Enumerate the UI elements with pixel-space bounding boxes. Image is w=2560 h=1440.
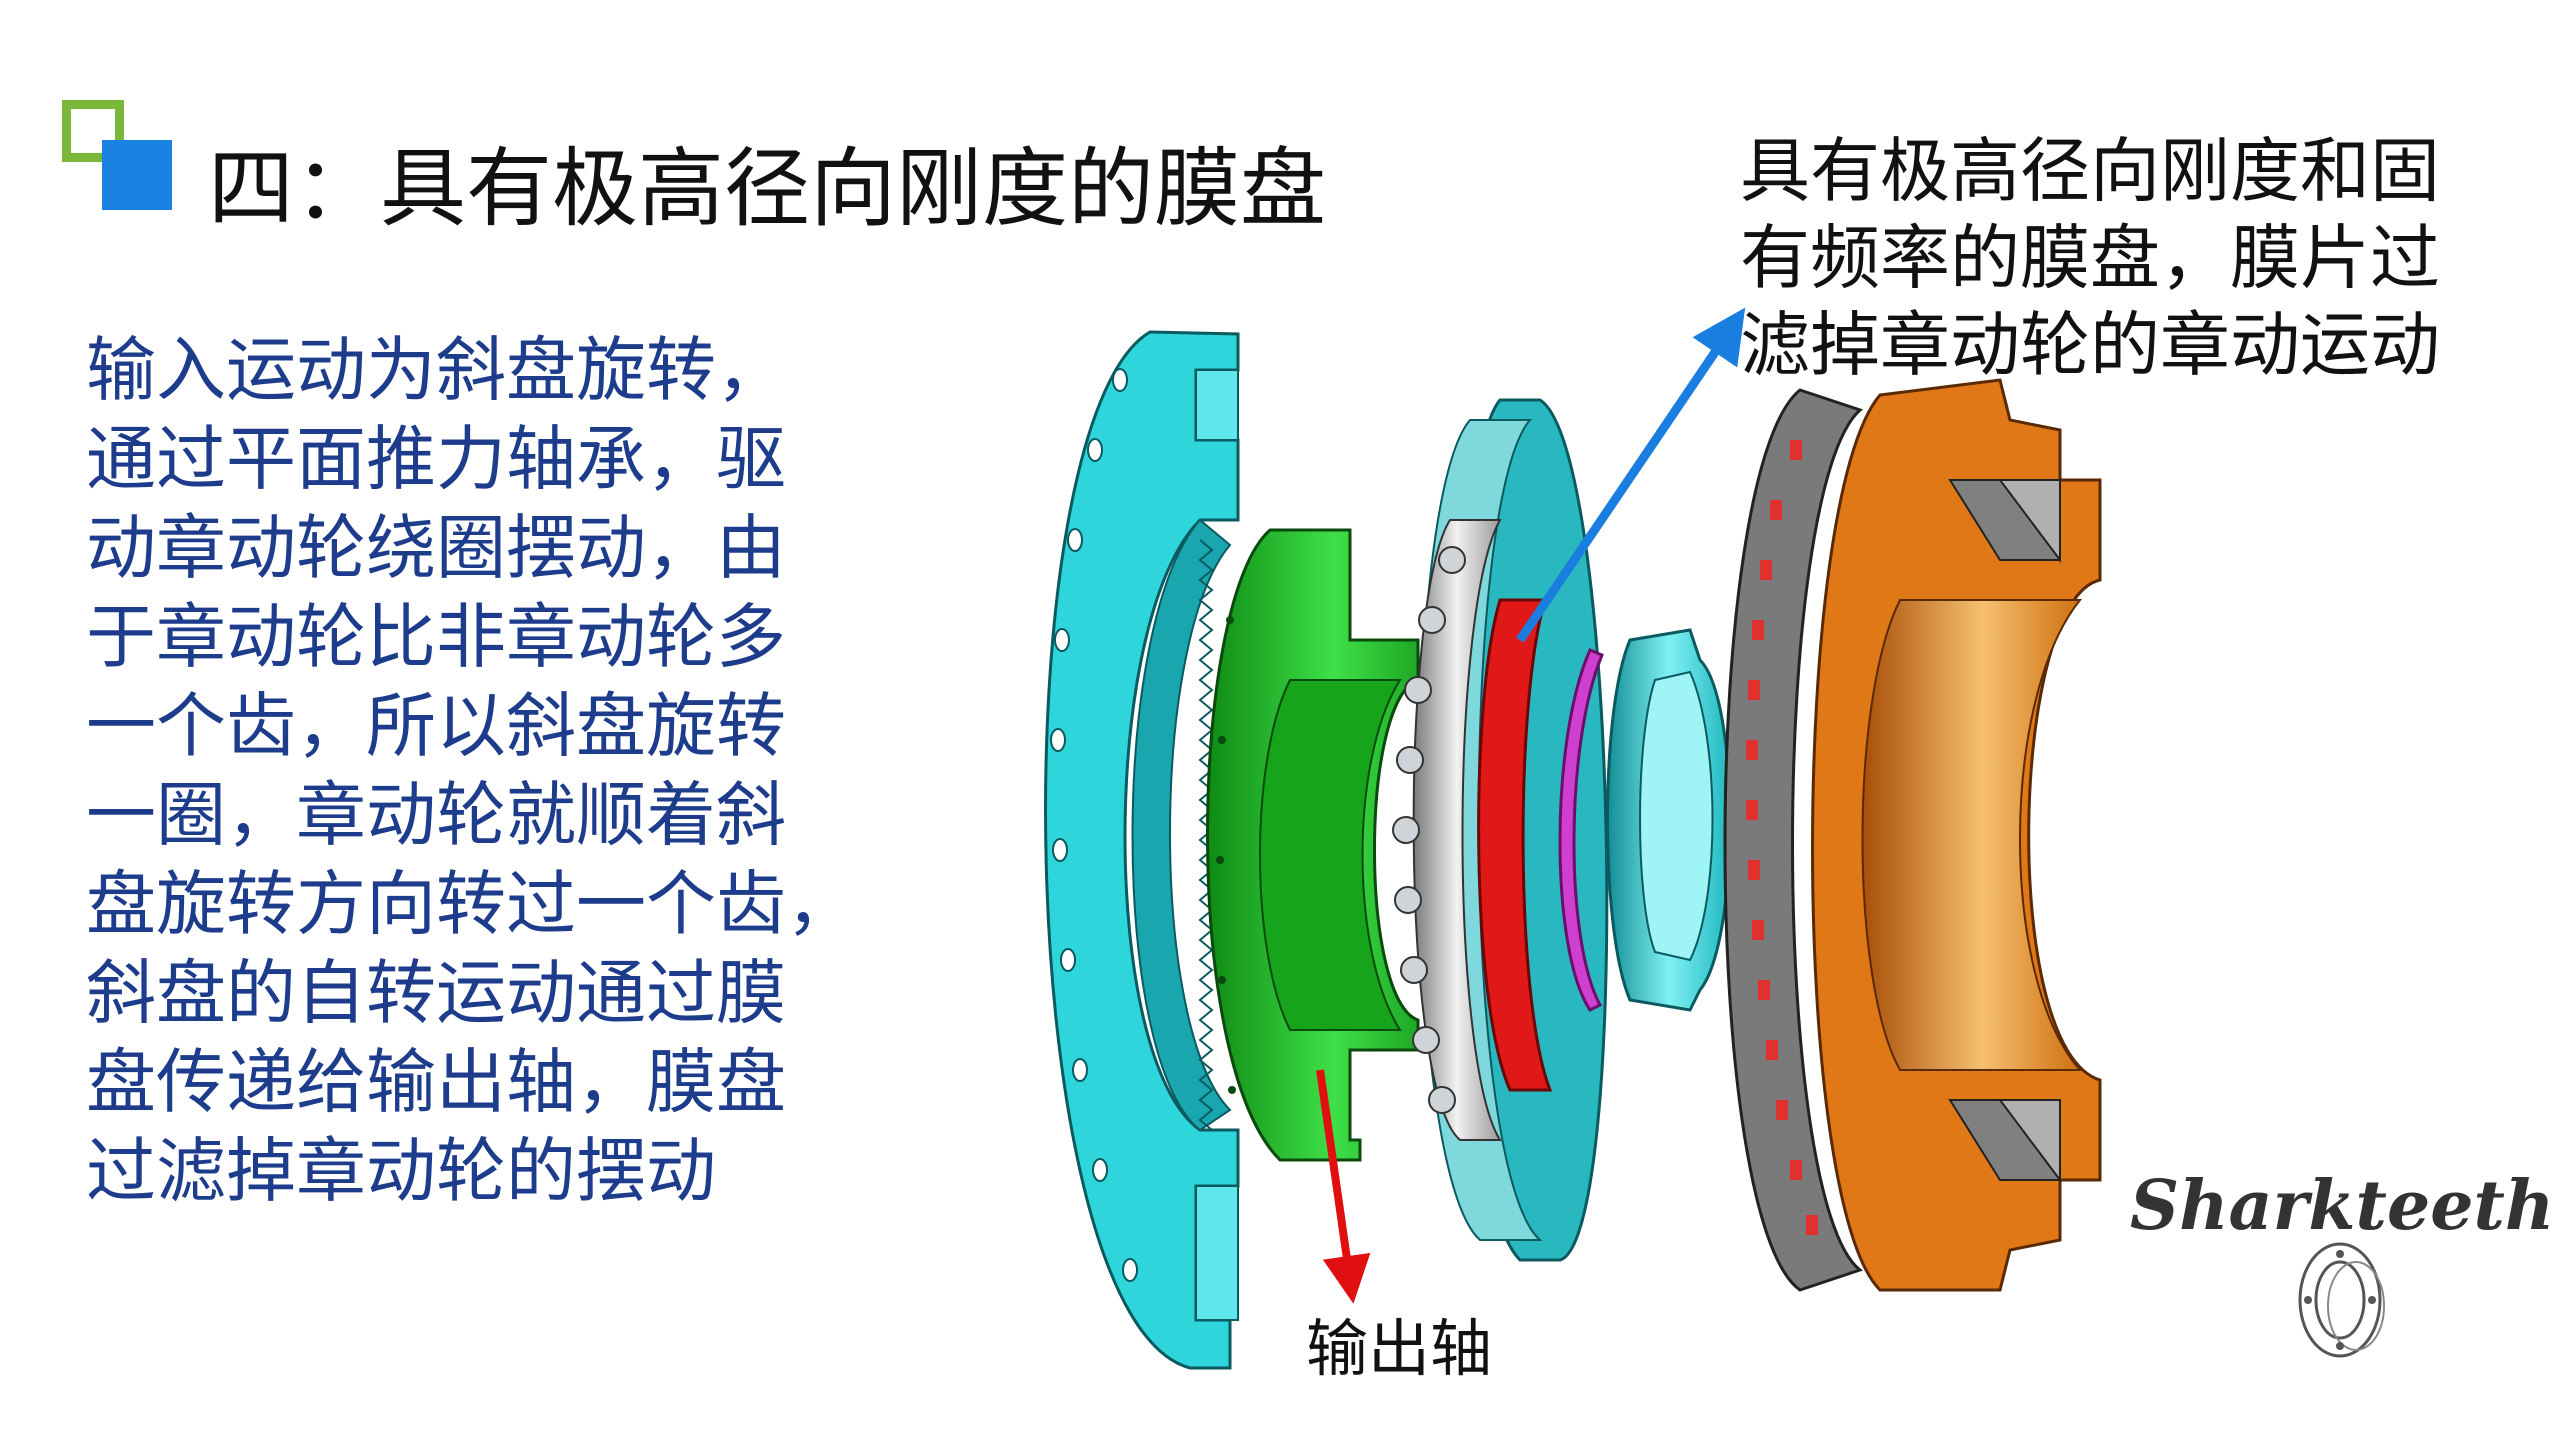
description-line: 过滤掉章动轮的摆动 xyxy=(86,1130,716,1212)
callout-line: 有频率的膜盘，膜片过 xyxy=(1740,217,2440,299)
title-marker-outer-square xyxy=(62,100,124,162)
description-line: 一圈，章动轮就顺着斜 xyxy=(86,774,786,856)
description-line: 盘传递给输出轴，膜盘 xyxy=(86,1041,786,1123)
thrust-bearing-balls xyxy=(1392,546,1466,1114)
page-title: 四：具有极高径向刚度的膜盘 xyxy=(208,139,1326,239)
callout-line: 滤掉章动轮的章动运动 xyxy=(1740,304,2440,386)
description-line: 一个齿，所以斜盘旋转 xyxy=(86,685,786,767)
nutating-gear xyxy=(1392,398,1609,1262)
diaphragm-disk xyxy=(1723,378,2102,1292)
bearing-sleeve xyxy=(1606,628,1732,1012)
diaphragm-slots xyxy=(1746,440,1818,1235)
description-text: 输入运动为斜盘旋转， 通过平面推力轴承，驱 动章动轮绕圈摆动，由 于章动轮比非章… xyxy=(86,326,946,1216)
description-line: 于章动轮比非章动轮多 xyxy=(86,596,786,678)
retaining-ring xyxy=(1558,648,1604,1012)
title-marker-inner-square xyxy=(102,140,172,210)
housing-bolt-holes xyxy=(1050,368,1138,1282)
description-line: 通过平面推力轴承，驱 xyxy=(86,418,786,500)
description-line: 动章动轮绕圈摆动，由 xyxy=(86,507,786,589)
output-shaft-arrow xyxy=(1316,1069,1371,1304)
diaphragm-callout: 具有极高径向刚度和固 有频率的膜盘，膜片过 滤掉章动轮的章动运动 xyxy=(1740,128,2540,389)
description-line: 输入运动为斜盘旋转， xyxy=(86,329,786,411)
brand-wordmark: Sharkteeth xyxy=(2130,1166,2555,1246)
description-line: 盘旋转方向转过一个齿， xyxy=(86,863,856,945)
bearing-logo-icon xyxy=(2298,1242,2385,1358)
housing-flange xyxy=(1044,330,1240,1370)
title-marker-icon xyxy=(62,100,172,212)
housing-internal-teeth xyxy=(1198,539,1214,1131)
callout-arrow xyxy=(1516,307,1746,643)
callout-line: 具有极高径向刚度和固 xyxy=(1740,130,2440,212)
description-line: 斜盘的自转运动通过膜 xyxy=(86,952,786,1034)
output-shaft xyxy=(1206,528,1420,1162)
output-shaft-label: 输出轴 xyxy=(1306,1312,1493,1385)
